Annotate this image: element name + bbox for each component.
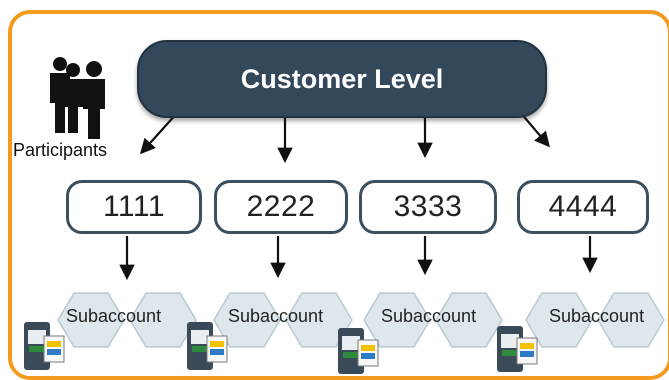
hexagon <box>597 292 665 348</box>
hexagon <box>435 292 503 348</box>
device-icon <box>338 328 379 374</box>
subaccount-label: Subaccount <box>549 306 645 326</box>
arrow-to-account-4444 <box>519 111 550 148</box>
participants-label: Participants <box>13 140 108 160</box>
account-box-4444: 4444 <box>517 180 649 234</box>
account-number: 4444 <box>548 190 618 223</box>
hexagon <box>285 292 353 348</box>
hexagon <box>213 292 281 348</box>
device-icon <box>24 322 65 370</box>
device-icon <box>497 326 538 372</box>
arrows-level-2 <box>119 236 598 281</box>
device-icon <box>187 322 228 370</box>
subaccount-hexagons <box>57 292 665 348</box>
account-box-1111: 1111 <box>66 180 202 234</box>
hexagon <box>57 292 125 348</box>
subaccount-label: Subaccount <box>228 306 324 326</box>
customer-level-label: Customer Level <box>240 63 444 94</box>
subaccount-label: Subaccount <box>381 306 477 326</box>
hexagon <box>129 292 197 348</box>
people-icon <box>50 57 105 139</box>
customer-level-banner: Customer Level <box>137 40 547 118</box>
hexagon <box>525 292 593 348</box>
arrows-level-1 <box>139 111 550 164</box>
hexagon <box>363 292 431 348</box>
subaccount-label: Subaccount <box>66 306 162 326</box>
arrow-to-participants <box>139 111 179 155</box>
account-number: 3333 <box>393 190 463 223</box>
account-number: 2222 <box>246 190 316 223</box>
account-number: 1111 <box>102 190 166 223</box>
account-box-3333: 3333 <box>359 180 497 234</box>
account-box-2222: 2222 <box>214 180 348 234</box>
